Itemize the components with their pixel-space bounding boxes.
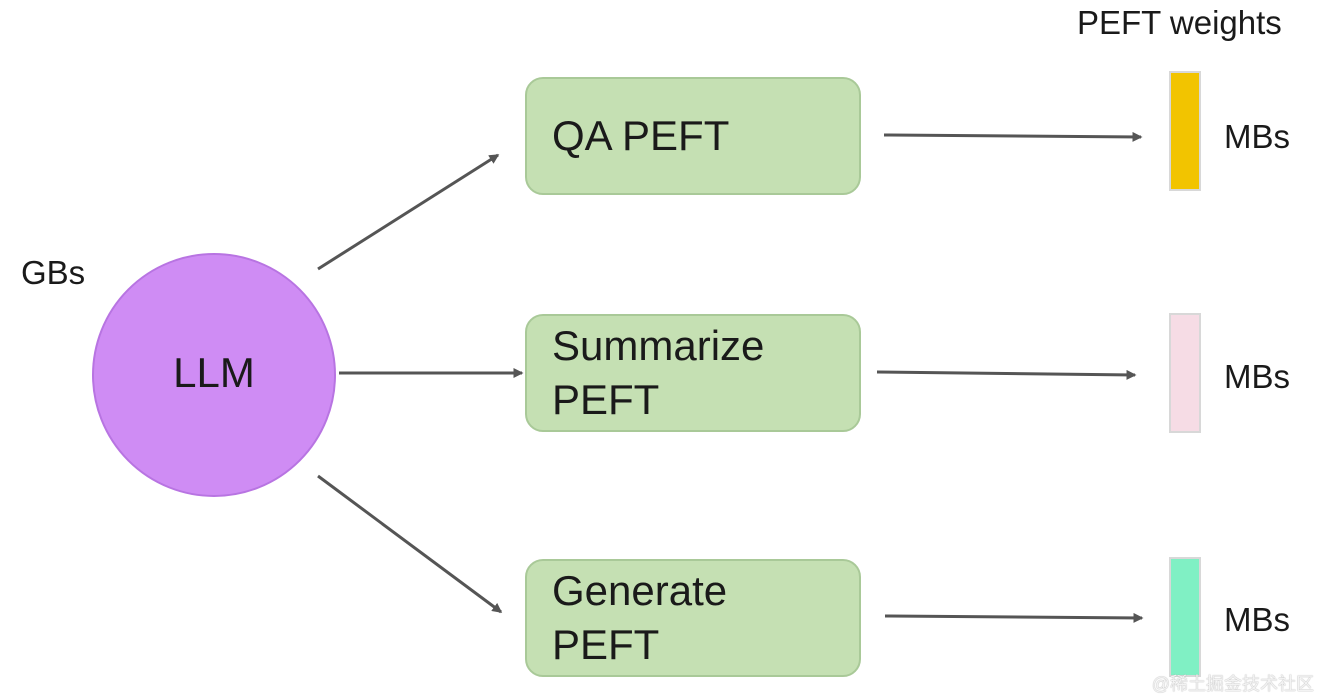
generate-peft-size-label: MBs bbox=[1224, 601, 1290, 638]
summarize-peft-line-1: Summarize bbox=[552, 322, 765, 369]
arrow-summarize-peft-to-weights bbox=[876, 369, 1137, 380]
qa-peft-box: QA PEFT bbox=[525, 77, 861, 195]
llm-node: LLM bbox=[92, 253, 336, 497]
summarize-peft-size-label: MBs bbox=[1224, 358, 1290, 395]
peft-weights-heading: PEFT weights bbox=[1077, 4, 1282, 41]
generate-peft-weight-bar bbox=[1169, 557, 1201, 677]
llm-size-label: GBs bbox=[21, 254, 86, 291]
qa-peft-line-1: QA PEFT bbox=[552, 112, 730, 159]
qa-peft-size-label: MBs bbox=[1224, 118, 1290, 155]
qa-peft-weight-bar bbox=[1169, 71, 1201, 191]
summarize-peft-line-2: PEFT bbox=[552, 376, 660, 423]
arrow-llm-to-generate-peft bbox=[317, 474, 503, 614]
generate-peft-line-2: PEFT bbox=[552, 621, 660, 668]
arrow-qa-peft-to-weights bbox=[883, 131, 1143, 142]
arrow-llm-to-qa-peft bbox=[317, 153, 500, 271]
watermark: @稀土掘金技术社区 bbox=[1151, 674, 1314, 694]
summarize-peft-weight-bar bbox=[1169, 313, 1201, 433]
llm-label: LLM bbox=[173, 349, 255, 396]
arrow-generate-peft-to-weights bbox=[884, 612, 1144, 623]
summarize-peft-box: Summarize PEFT bbox=[525, 314, 861, 432]
generate-peft-box: Generate PEFT bbox=[525, 559, 861, 677]
generate-peft-line-1: Generate bbox=[552, 567, 728, 614]
